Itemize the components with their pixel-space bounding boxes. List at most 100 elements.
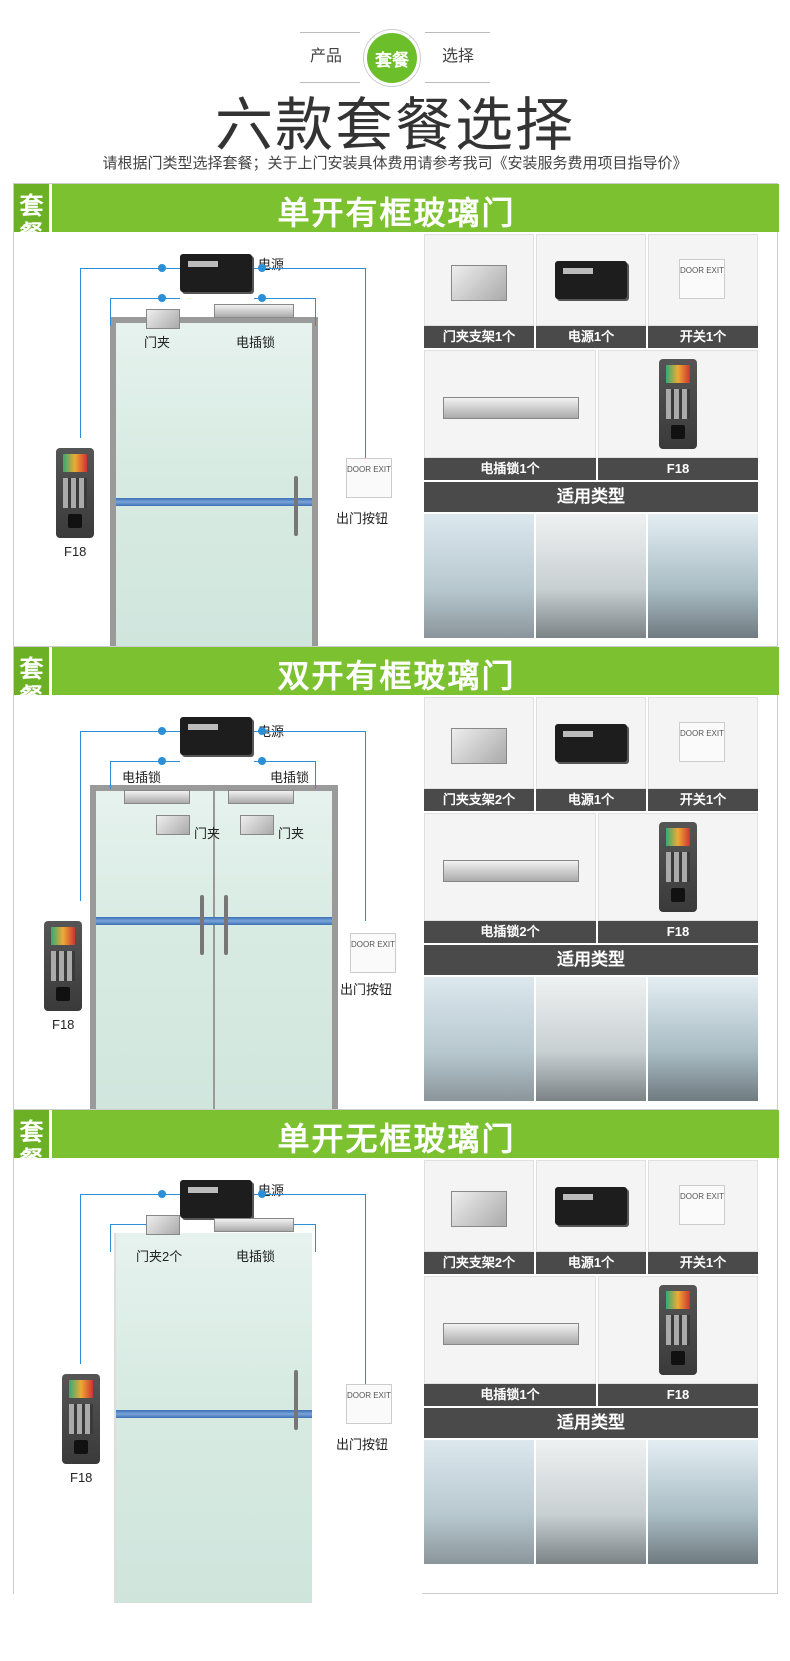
- door-clamp-icon: [146, 309, 180, 329]
- item-caption: 门夹支架2个: [424, 1252, 534, 1274]
- push-bar: [116, 498, 312, 506]
- switch-image: DOOR EXIT: [648, 234, 758, 326]
- package-title-bar: 单开无框玻璃门: [14, 1110, 779, 1158]
- divider: [300, 82, 360, 83]
- exit-button-icon: DOOR EXIT: [346, 458, 392, 498]
- power-supply-icon: [555, 724, 627, 762]
- item-caption: F18: [598, 921, 758, 943]
- item-caption: 开关1个: [648, 789, 758, 811]
- power-supply-icon: [555, 1187, 627, 1225]
- divider: [425, 82, 490, 83]
- suitable-types-header: 适用类型: [424, 1408, 758, 1438]
- door-handle: [294, 476, 298, 536]
- item-caption: F18: [598, 458, 758, 480]
- wire-dot: [258, 294, 266, 302]
- reader-label: F18: [52, 1017, 75, 1032]
- clamp-label: 门夹2个: [136, 1249, 183, 1264]
- exit-button-label: 出门按钮: [340, 982, 393, 997]
- wire-dot: [158, 1190, 166, 1198]
- badge-char: 套: [19, 193, 44, 221]
- door-handle: [200, 895, 204, 955]
- wire: [80, 268, 180, 438]
- reader-label: F18: [64, 544, 87, 559]
- electric-lock-icon: [228, 790, 294, 804]
- package-title-bar: 双开有框玻璃门: [14, 647, 779, 695]
- power-supply-icon: [180, 1180, 252, 1218]
- page-title: 六款套餐选择: [214, 93, 575, 158]
- electric-lock-icon: [443, 1323, 579, 1345]
- push-bar: [116, 1410, 312, 1418]
- exit-button-icon: DOOR EXIT: [679, 722, 725, 762]
- exit-button-icon: DOOR EXIT: [350, 933, 396, 973]
- door-photo: [424, 1440, 534, 1564]
- item-caption: 门夹支架2个: [424, 789, 534, 811]
- door-photo: [424, 514, 534, 638]
- f18-reader-icon: [659, 359, 697, 449]
- bracket-icon: [451, 1191, 507, 1227]
- f18-reader-icon: [44, 921, 82, 1011]
- exit-button-icon: DOOR EXIT: [679, 1185, 725, 1225]
- suitable-types-header: 适用类型: [424, 945, 758, 975]
- item-caption: 电插锁1个: [424, 1384, 596, 1406]
- wire: [254, 268, 366, 458]
- power-supply-icon: [180, 717, 252, 755]
- glass-door: [114, 1233, 312, 1603]
- clamp-label: 门夹: [194, 826, 221, 841]
- door-photo: [424, 977, 534, 1101]
- f18-reader-icon: [56, 448, 94, 538]
- lock-label: 电插锁: [270, 770, 310, 785]
- f18-reader-icon: [659, 1285, 697, 1375]
- bracket-icon: [451, 728, 507, 764]
- f18-reader-icon: [659, 822, 697, 912]
- badge-char: 套: [19, 656, 44, 684]
- tab-select: 选择: [442, 48, 475, 65]
- bracket-icon: [451, 265, 507, 301]
- wire-dot: [158, 757, 166, 765]
- exit-button-label: 出门按钮: [336, 511, 389, 526]
- page-header: 产品 套餐 选择 六款套餐选择 请根据门类型选择套餐；关于上门安装具体费用请参考…: [0, 0, 790, 190]
- electric-lock-icon: [124, 790, 190, 804]
- wire: [110, 761, 180, 789]
- door-photo: [648, 514, 758, 638]
- clamp-label: 门夹: [144, 335, 171, 350]
- package-title: 单开无框玻璃门: [277, 1121, 516, 1157]
- wire-dot: [158, 264, 166, 272]
- power-image: [536, 697, 646, 789]
- door-handle: [294, 1370, 298, 1430]
- item-caption: 电插锁1个: [424, 458, 596, 480]
- door-clamp-icon: [240, 815, 274, 835]
- electric-lock-icon: [443, 860, 579, 882]
- wire-dot: [258, 264, 266, 272]
- divider: [425, 32, 490, 33]
- push-bar: [96, 917, 332, 925]
- door-photo: [536, 1440, 646, 1564]
- door-clamp-icon: [156, 815, 190, 835]
- reader-label: F18: [70, 1470, 93, 1485]
- wire: [254, 298, 316, 326]
- bracket-image: [424, 234, 534, 326]
- exit-button-icon: DOOR EXIT: [679, 259, 725, 299]
- wire: [254, 761, 316, 789]
- power-image: [536, 234, 646, 326]
- switch-image: DOOR EXIT: [648, 697, 758, 789]
- door-handle: [224, 895, 228, 955]
- wire: [254, 1194, 366, 1384]
- package-title: 单开有框玻璃门: [277, 195, 516, 231]
- lock-image: [424, 1276, 596, 1384]
- electric-lock-icon: [443, 397, 579, 419]
- tab-package: 套餐: [364, 30, 420, 86]
- item-caption: 开关1个: [648, 1252, 758, 1274]
- item-caption: F18: [598, 1384, 758, 1406]
- components-grid: DOOR EXIT 门夹支架2个 电源1个 开关1个 电插锁1个 F18 适用类…: [424, 1160, 777, 1593]
- suitable-types-header: 适用类型: [424, 482, 758, 512]
- wire: [80, 731, 180, 901]
- reader-image: [598, 1276, 758, 1384]
- switch-image: DOOR EXIT: [648, 1160, 758, 1252]
- power-supply-icon: [180, 254, 252, 292]
- power-image: [536, 1160, 646, 1252]
- lock-label: 电插锁: [236, 1249, 276, 1264]
- wire-dot: [258, 1190, 266, 1198]
